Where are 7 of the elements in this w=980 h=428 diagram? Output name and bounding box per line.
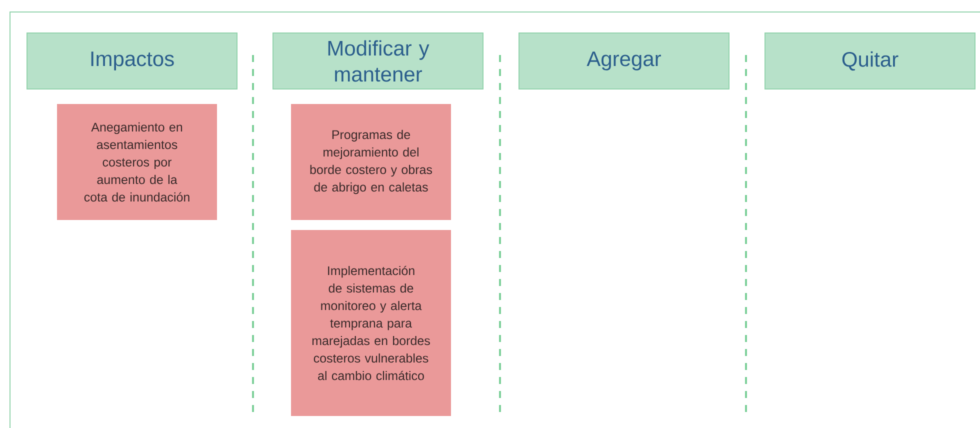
header-box: Quitar	[764, 32, 976, 90]
note-card: Implementación de sistemas de monitoreo y alerta temprana para marejadas en bordes costeros vulnerables al cambio climático	[291, 230, 451, 416]
header-box: Impactos	[26, 32, 238, 90]
header-box: Modificar y mantener	[272, 32, 484, 90]
header-box: Agregar	[518, 32, 730, 90]
note-card: Programas de mejoramiento del borde costero y obras de abrigo en caletas	[291, 104, 451, 220]
note-card: Anegamiento en asentamientos costeros por aumento de la cota de inundación	[57, 104, 217, 220]
